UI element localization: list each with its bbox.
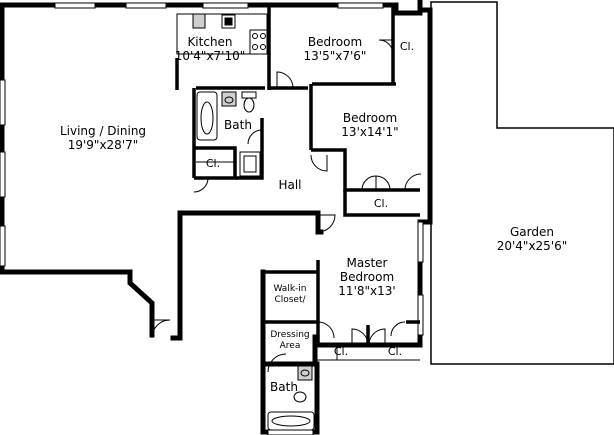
bath-1-fixtures (196, 91, 261, 177)
master-bedroom-label: Master Bedroom 11'8"x13' (330, 256, 404, 298)
kitchen-label: Kitchen 10'4"x7'10" (168, 35, 252, 63)
windows (0, 2, 424, 435)
closet-label: Cl. (399, 40, 415, 53)
bath-1-name: Bath (224, 118, 252, 132)
bedroom-1-label: Bedroom 13'5"x7'6" (290, 35, 380, 63)
closet-label: Cl. (387, 345, 403, 358)
master-bedroom-dims: 11'8"x13' (338, 284, 396, 298)
master-bedroom-name: Master (346, 256, 388, 270)
dressing-line-1: Dressing (270, 330, 310, 340)
bath-2-fixtures (267, 365, 315, 431)
living-dining-dims: 19'9"x28'7" (67, 138, 139, 152)
dressing-area-label: Dressing Area (264, 330, 316, 352)
exterior-walls (0, 0, 433, 435)
walkin-closet-label: Walk-in Closet/ (264, 284, 316, 306)
dressing-line-2: Area (279, 341, 301, 351)
garden-outline (430, 1, 614, 365)
bedroom-2-name: Bedroom (342, 111, 398, 125)
master-bedroom-name-2: Bedroom (339, 270, 395, 284)
hall-label: Hall (272, 178, 308, 192)
bedroom-2-label: Bedroom 13'x14'1" (330, 111, 410, 139)
garden-name: Garden (510, 225, 554, 239)
bath-1-label: Bath (218, 118, 258, 132)
doors (151, 39, 422, 373)
living-dining-name: Living / Dining (59, 124, 147, 138)
kitchen-dims: 10'4"x7'10" (174, 49, 246, 63)
kitchen-fixtures (176, 13, 268, 55)
bedroom-1-name: Bedroom (307, 35, 363, 49)
closet-label: Cl. (373, 197, 389, 210)
bath-2-label: Bath (266, 380, 302, 394)
garden-label: Garden 20'4"x25'6" (484, 225, 580, 253)
garden-dims: 20'4"x25'6" (496, 239, 568, 253)
kitchen-name: Kitchen (187, 35, 233, 49)
bedroom-1-dims: 13'5"x7'6" (303, 49, 367, 63)
living-dining-label: Living / Dining 19'9"x28'7" (48, 124, 158, 152)
interior-walls (175, 5, 420, 345)
bath-2-name: Bath (270, 380, 298, 394)
bedroom-2-dims: 13'x14'1" (341, 125, 399, 139)
walkin-line-2: Closet/ (274, 295, 306, 305)
walkin-line-1: Walk-in (273, 284, 307, 294)
closet-lines (196, 161, 420, 361)
closet-label: Cl. (205, 157, 221, 170)
closet-label: Cl. (333, 345, 349, 358)
hall-name: Hall (278, 178, 302, 192)
